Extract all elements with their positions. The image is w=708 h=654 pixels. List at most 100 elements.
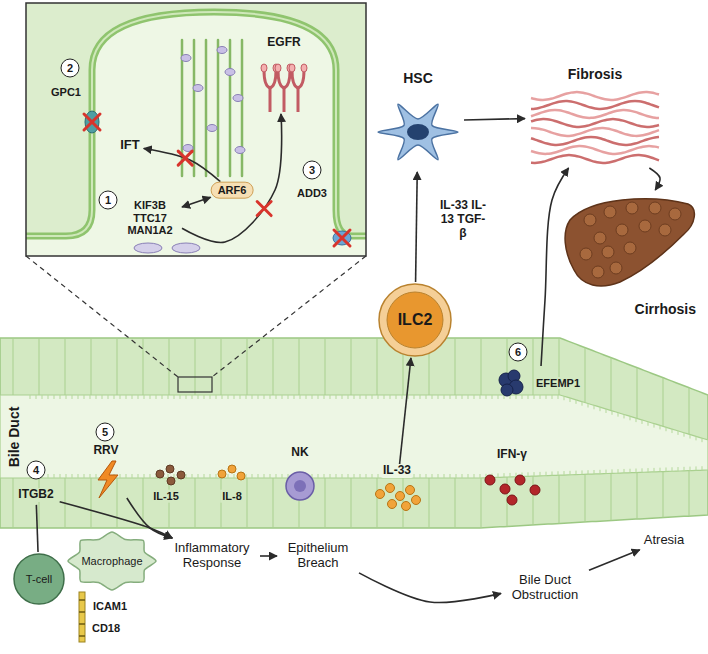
axoneme-microtubule	[241, 40, 244, 176]
microvillus	[654, 424, 655, 428]
microvillus	[90, 395, 91, 399]
microvillus	[330, 474, 331, 478]
microvillus	[420, 474, 421, 478]
cell-border	[13, 478, 14, 528]
microvillus	[426, 474, 427, 478]
microvillus	[528, 395, 529, 399]
cell-border	[91, 478, 92, 528]
microvillus	[192, 395, 193, 399]
cell-border	[689, 388, 690, 435]
flow-arrow	[182, 114, 282, 242]
cell-border	[195, 478, 196, 528]
microvillus	[636, 418, 637, 422]
cell-border	[481, 338, 482, 395]
receptor-band	[79, 611, 85, 613]
cell-border	[637, 472, 638, 519]
node-text: NK	[291, 446, 308, 460]
cell-border	[481, 478, 482, 528]
annotation-label: CD18	[92, 622, 120, 635]
cross-mark	[84, 114, 100, 130]
node-text: T-cell	[26, 573, 52, 586]
microvillus	[438, 474, 439, 478]
microvillus	[342, 395, 343, 399]
cell-border	[325, 478, 326, 528]
microvillus	[648, 422, 649, 426]
microvillus	[606, 409, 607, 413]
flow-arrow	[649, 168, 660, 190]
microvillus	[366, 474, 367, 478]
outcome-label: Atresia	[640, 530, 688, 551]
microvillus	[396, 395, 397, 399]
microvillus	[228, 395, 229, 399]
cell-border	[247, 338, 248, 395]
fibrosis-figure: Fibrosis	[525, 66, 665, 168]
cell-border	[637, 368, 638, 419]
microvillus	[558, 395, 559, 399]
lightning-bolt	[98, 461, 118, 498]
microvillus	[702, 466, 703, 470]
microvillus	[534, 472, 535, 476]
cell-circle	[14, 554, 64, 604]
microvillus	[288, 395, 289, 399]
microvillus	[582, 402, 583, 406]
collagen-fibre	[531, 137, 659, 145]
cytoplasm	[26, 12, 366, 256]
microvillus	[492, 395, 493, 399]
ift-particle	[233, 95, 243, 102]
microvillus	[600, 470, 601, 474]
collagen-fibre	[531, 92, 659, 100]
microvillus	[210, 395, 211, 399]
callout-number: 2	[61, 59, 80, 78]
annotation-label: IL-33 IL-13 TGF-β	[438, 199, 488, 240]
node-text: ILC2	[398, 311, 433, 329]
collagen-fibre	[531, 119, 659, 127]
microvillus	[54, 474, 55, 478]
node-text: ITGB2	[16, 488, 55, 502]
node-text: Inflammatory Response	[168, 541, 256, 571]
flow-arrow	[464, 119, 525, 120]
microvillus	[234, 474, 235, 478]
microvillus	[660, 425, 661, 429]
microvillus	[474, 395, 475, 399]
cytokine-dot	[228, 465, 236, 473]
cell-border	[65, 338, 66, 395]
microvillus	[336, 395, 337, 399]
receptor-arms	[292, 70, 304, 88]
flow-arrow	[260, 555, 277, 557]
cirrhotic-nodule	[659, 224, 671, 236]
cirrhotic-nodule	[626, 202, 638, 214]
microvillus	[552, 471, 553, 475]
microvillus	[498, 473, 499, 477]
microvillus	[672, 467, 673, 471]
microvillus	[192, 474, 193, 478]
cell-border	[585, 348, 586, 403]
annotation-label: ICAM1	[93, 600, 127, 613]
stellate-cell	[378, 104, 458, 159]
microvillus	[138, 395, 139, 399]
cross-mark	[178, 151, 192, 165]
microvillus	[444, 474, 445, 478]
receptor-band	[79, 599, 85, 601]
microvillus	[162, 395, 163, 399]
microvillus	[372, 474, 373, 478]
microvillus	[516, 395, 517, 399]
microvillus	[474, 474, 475, 478]
cirrhotic-nodule	[610, 262, 622, 274]
cell-border	[663, 378, 664, 427]
receptor-head	[289, 64, 295, 72]
ift-particle	[217, 47, 227, 54]
cytokine-dot	[402, 502, 411, 511]
flow-arrow	[127, 498, 172, 538]
cytokine-dot	[167, 477, 175, 485]
microvillus	[96, 395, 97, 399]
flow-arrow	[400, 358, 411, 464]
cell-border	[611, 358, 612, 411]
cell-border	[351, 478, 352, 528]
annotation-label: Bile Duct	[6, 407, 22, 468]
annotation-label: IFN-γ	[497, 448, 527, 462]
microvillus	[156, 395, 157, 399]
microvillus	[276, 474, 277, 478]
cirrhotic-nodule	[602, 246, 614, 258]
axoneme-microtubule	[229, 40, 232, 176]
bile-duct-lumen	[0, 395, 708, 478]
